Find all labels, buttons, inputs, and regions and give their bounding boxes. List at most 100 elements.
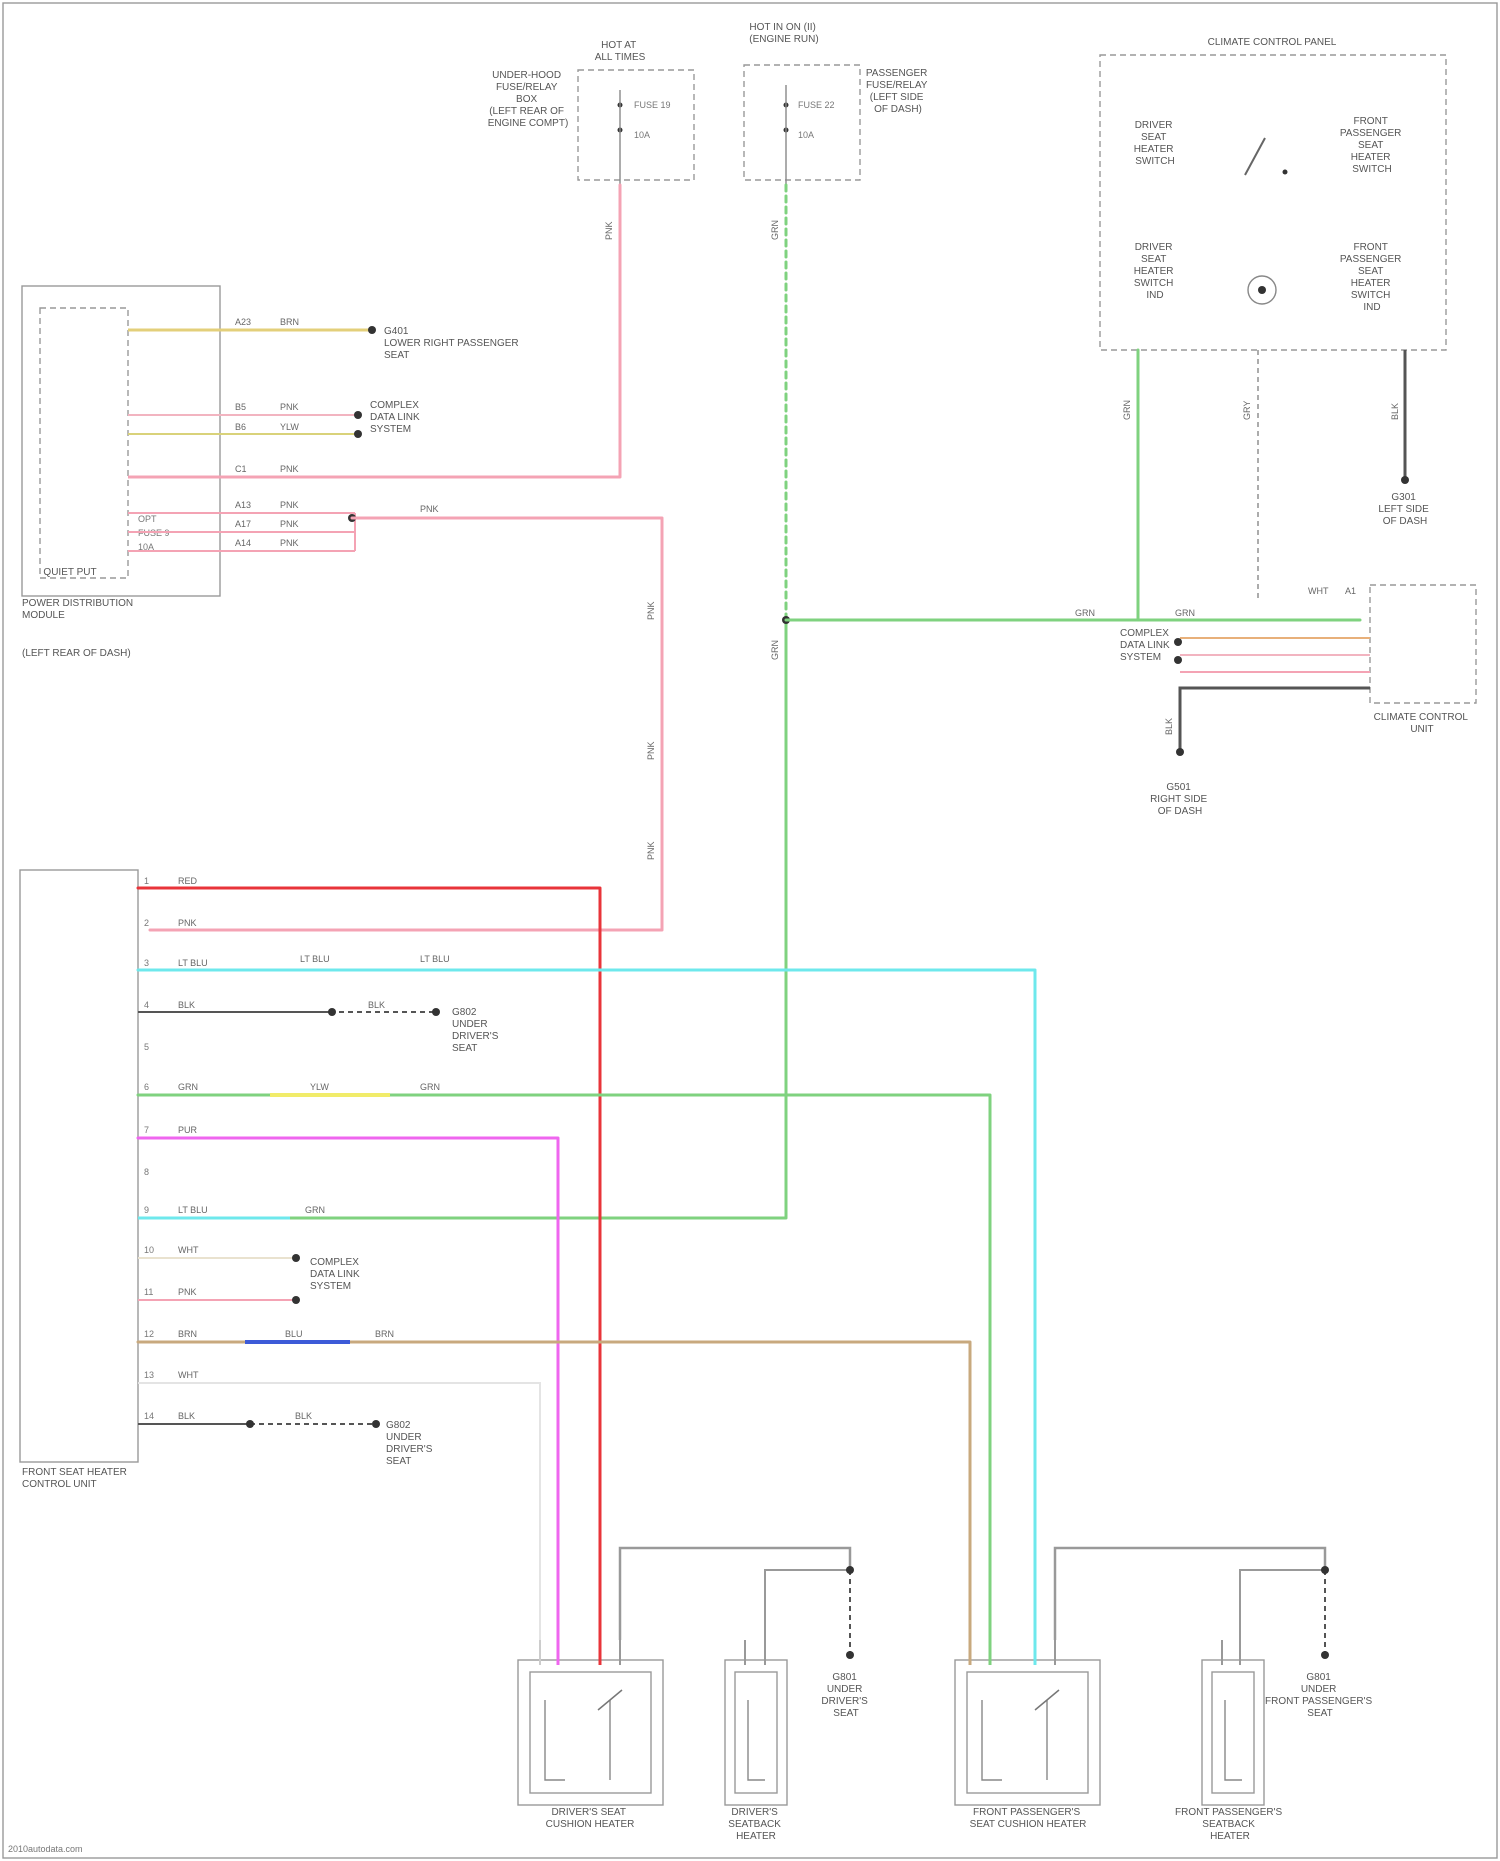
pdm-wires: A23 BRN G401 LOWER RIGHT PASSENGER SEAT B…	[128, 317, 620, 551]
svg-text:(LEFT REAR OF DASH): (LEFT REAR OF DASH)	[22, 648, 131, 659]
svg-text:YLW: YLW	[280, 422, 299, 432]
svg-text:PNK: PNK	[420, 504, 439, 514]
driver-switch-ind-label: DRIVER SEAT HEATER SWITCH IND	[1134, 242, 1177, 301]
svg-text:GRN: GRN	[1175, 608, 1195, 618]
pass-heater-ground: G801 UNDER FRONT PASSENGER'S SEAT	[1055, 1548, 1375, 1719]
svg-text:PNK: PNK	[646, 601, 656, 620]
ground-top-right: BLK G301 LEFT SIDE OF DASH	[1378, 350, 1431, 527]
svg-text:PNK: PNK	[178, 1287, 197, 1297]
svg-text:YLW: YLW	[310, 1082, 329, 1092]
svg-text:BLK: BLK	[368, 1000, 385, 1010]
power-distribution-module: QUIET PUT POWER DISTRIBUTION MODULE (LEF…	[22, 286, 220, 659]
svg-text:6: 6	[144, 1082, 149, 1092]
pink-heater-feed	[150, 518, 662, 930]
svg-text:A23: A23	[235, 317, 251, 327]
svg-text:B5: B5	[235, 402, 246, 412]
svg-text:WHT: WHT	[178, 1370, 199, 1380]
svg-text:POWER DISTRIBUTION MODUL: POWER DISTRIBUTION MODULE	[22, 598, 136, 621]
pass-seatback-heater: FRONT PASSENGER'S SEATBACK HEATER	[1175, 1660, 1285, 1842]
svg-text:G801 UNDER DRIVER': G801 UNDER DRIVER'S SEAT	[821, 1672, 870, 1719]
svg-text:BLK: BLK	[178, 1411, 195, 1421]
svg-text:PNK: PNK	[178, 918, 197, 928]
svg-text:FRONT PASSENGER'S SEATBA: FRONT PASSENGER'S SEATBACK HEATER	[1175, 1807, 1285, 1842]
svg-text:COMPLEX DATA LINK: COMPLEX DATA LINK SYSTEM	[1120, 628, 1172, 663]
svg-text:GRN: GRN	[178, 1082, 198, 1092]
fuse-left-title: HOT AT ALL TIMES	[595, 40, 646, 63]
svg-text:4: 4	[144, 1000, 149, 1010]
svg-text:OPT: OPT	[138, 514, 157, 524]
svg-text:PNK: PNK	[280, 538, 299, 548]
driver-seatback-heater: DRIVER'S SEATBACK HEATER	[725, 1660, 787, 1842]
fuse-right-desc: PASSENGER FUSE/RELAY (LEFT SIDE OF DASH)	[866, 68, 930, 115]
svg-text:G401 LOWER RIGHT PASSENG: G401 LOWER RIGHT PASSENGER SEAT	[384, 326, 521, 361]
svg-text:12: 12	[144, 1329, 154, 1339]
svg-text:A13: A13	[235, 500, 251, 510]
svg-text:PNK: PNK	[280, 519, 299, 529]
svg-text:PNK: PNK	[646, 741, 656, 760]
fuse-box-left: HOT AT ALL TIMES UNDER-HOOD FUSE/RELAY B…	[488, 40, 694, 185]
fuse-a-rating: 10A	[634, 130, 650, 140]
svg-text:A1: A1	[1345, 586, 1356, 596]
svg-text:GRN: GRN	[770, 640, 780, 660]
fuse-b-label: FUSE 22	[798, 100, 835, 110]
svg-text:A14: A14	[235, 538, 251, 548]
svg-text:1: 1	[144, 876, 149, 886]
svg-text:7: 7	[144, 1125, 149, 1135]
svg-text:G801 UNDER FRONT P: G801 UNDER FRONT PASSENGER'S SEAT	[1265, 1672, 1375, 1719]
svg-text:CLIMATE CONTROL UNIT: CLIMATE CONTROL UNIT	[1374, 712, 1471, 735]
svg-text:BLK: BLK	[178, 1000, 195, 1010]
svg-text:GRN: GRN	[1122, 400, 1132, 420]
svg-text:PNK: PNK	[280, 464, 299, 474]
svg-text:PNK: PNK	[280, 402, 299, 412]
footer-watermark: 2010autodata.com	[8, 1844, 83, 1854]
svg-text:COMPLEX DATA LINK: COMPLEX DATA LINK SYSTEM	[370, 400, 422, 435]
svg-text:BLK: BLK	[1164, 718, 1174, 735]
svg-text:GRN: GRN	[1075, 608, 1095, 618]
svg-text:COMPLEX DATA LINK: COMPLEX DATA LINK SYSTEM	[310, 1257, 362, 1292]
svg-text:PNK: PNK	[646, 841, 656, 860]
svg-text:RED: RED	[178, 876, 198, 886]
fuse-left-desc: UNDER-HOOD FUSE/RELAY BOX (LEFT REAR OF …	[488, 70, 569, 129]
svg-text:BRN: BRN	[178, 1329, 197, 1339]
svg-text:A17: A17	[235, 519, 251, 529]
svg-text:5: 5	[144, 1042, 149, 1052]
svg-text:LT BLU: LT BLU	[178, 958, 208, 968]
svg-text:11: 11	[144, 1287, 153, 1297]
svg-text:C1: C1	[235, 464, 247, 474]
svg-text:DRIVER'S SEATBACK: DRIVER'S SEATBACK HEATER	[728, 1807, 783, 1842]
svg-text:BRN: BRN	[280, 317, 299, 327]
svg-text:3: 3	[144, 958, 149, 968]
driver-heater-ground: G801 UNDER DRIVER'S SEAT	[620, 1548, 871, 1719]
svg-text:GRY: GRY	[1242, 401, 1252, 420]
svg-text:B6: B6	[235, 422, 246, 432]
fuse-a-label: FUSE 19	[634, 100, 671, 110]
svg-text:G501 RIGHT SIDE OF: G501 RIGHT SIDE OF DASH	[1150, 782, 1210, 817]
fuse-box-right: HOT IN ON (II) (ENGINE RUN) PASSENGER FU…	[744, 22, 930, 185]
svg-text:PNK: PNK	[280, 500, 299, 510]
heater-connector-pins	[540, 1640, 1240, 1665]
svg-text:G802 UNDER DRIVER': G802 UNDER DRIVER'S SEAT	[452, 1007, 501, 1054]
pass-switch-ind-label: FRONT PASSENGER SEAT HEATER SWITCH IND	[1340, 242, 1404, 313]
svg-text:LT BLU: LT BLU	[178, 1205, 208, 1215]
svg-text:BLU: BLU	[285, 1329, 303, 1339]
pass-seat-heater-switch-label: FRONT PASSENGER SEAT HEATER SWITCH	[1340, 116, 1404, 175]
front-seat-heater-control-unit: FRONT SEAT HEATER CONTROL UNIT	[20, 870, 138, 1490]
panel-switch-symbol	[1245, 138, 1265, 175]
svg-text:DRIVER'S SEAT CUSHION HE: DRIVER'S SEAT CUSHION HEATER	[546, 1807, 635, 1830]
svg-text:QUIET PUT: QUIET PUT	[43, 567, 96, 578]
svg-text:PNK: PNK	[604, 221, 614, 240]
svg-text:LT BLU: LT BLU	[420, 954, 450, 964]
fuse-right-title: HOT IN ON (II) (ENGINE RUN)	[749, 22, 818, 45]
svg-text:14: 14	[144, 1411, 154, 1421]
svg-text:GRN: GRN	[305, 1205, 325, 1215]
svg-text:FRONT SEAT HEATER CONTRO: FRONT SEAT HEATER CONTROL UNIT	[22, 1467, 130, 1490]
svg-text:WHT: WHT	[1308, 586, 1329, 596]
pass-seat-cushion-heater: FRONT PASSENGER'S SEAT CUSHION HEATER	[955, 1660, 1100, 1830]
svg-text:GRN: GRN	[420, 1082, 440, 1092]
climate-panel-title: CLIMATE CONTROL PANEL	[1208, 37, 1337, 48]
driver-seat-heater-switch-label: DRIVER SEAT HEATER SWITCH	[1134, 120, 1177, 167]
svg-text:G802 UNDER DRIVER': G802 UNDER DRIVER'S SEAT	[386, 1420, 435, 1467]
svg-text:BLK: BLK	[295, 1411, 312, 1421]
